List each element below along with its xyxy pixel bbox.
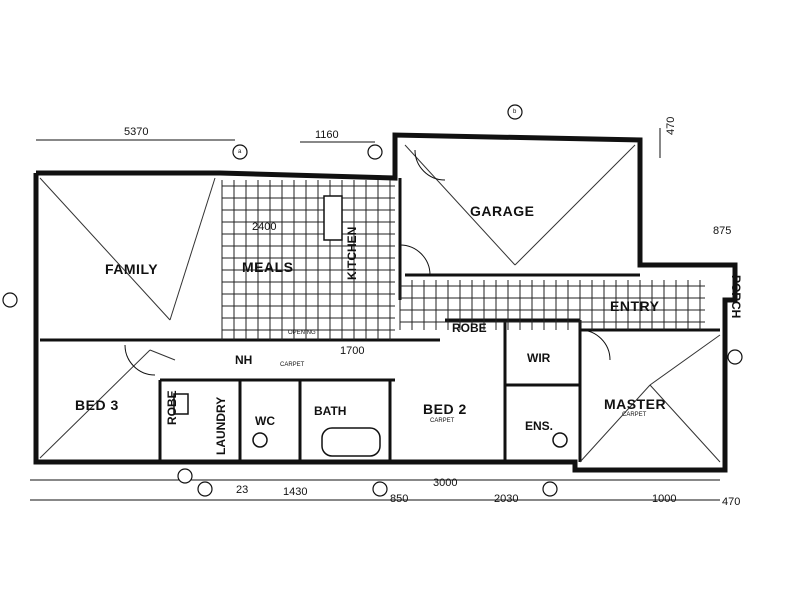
room-wir: WIR (527, 351, 551, 365)
dim-right-small: 875 (713, 225, 732, 237)
dim-hall: 1700 (340, 345, 365, 357)
grid-markers (2, 104, 743, 497)
room-bed2: BED 2 (423, 401, 467, 417)
room-wc: WC (255, 414, 275, 428)
dim-top-right: 470 (665, 116, 677, 135)
room-laundry: LAUNDRY (214, 396, 228, 455)
exterior-walls (33, 132, 738, 473)
bathtub (321, 427, 381, 457)
dim-bottom-3000: 3000 (433, 477, 458, 489)
room-kitchen: KITCHEN (345, 226, 359, 280)
room-ens: ENS. (525, 419, 554, 433)
note-carpet-master: CARPET (622, 412, 647, 418)
room-family: FAMILY (105, 261, 159, 277)
dim-bottom-1430: 1430 (283, 486, 308, 498)
ens-toilet (552, 432, 568, 448)
room-robe-small: ROBE (165, 390, 179, 425)
dim-top-mid: 1160 (315, 129, 339, 141)
room-meals: MEALS (242, 259, 294, 275)
room-bath: BATH (314, 404, 347, 418)
fixtures (173, 195, 568, 457)
grid-marker-label-b: b (513, 109, 517, 115)
room-garage: GARAGE (470, 203, 535, 219)
roof-lines (39, 144, 721, 463)
room-entry: ENTRY (610, 298, 660, 314)
dim-bottom-470: 470 (722, 496, 741, 508)
dim-top-left: 5370 (124, 126, 149, 138)
dim-bottom-1000: 1000 (652, 493, 677, 505)
room-master: MASTER (604, 396, 667, 412)
room-bed3: BED 3 (75, 397, 119, 413)
dim-meals-width: 2400 (252, 221, 277, 233)
tile-grid (221, 180, 705, 340)
dim-bottom-2030: 2030 (494, 493, 519, 505)
laundry-tub (173, 393, 189, 415)
interior-walls (40, 178, 720, 462)
room-nh: NH (235, 353, 253, 367)
room-porch: PORCH (729, 275, 743, 319)
note-carpet-hall: CARPET (280, 362, 305, 368)
cooktop (323, 195, 343, 241)
room-robe: ROBE (452, 321, 487, 335)
toilet (252, 432, 268, 448)
note-opening: OPENING (288, 330, 316, 336)
dim-bottom-850: 850 (390, 493, 409, 505)
dimension-lines (30, 128, 720, 501)
note-carpet-bed2: CARPET (430, 418, 455, 424)
grid-marker-label-a: a (238, 149, 242, 155)
door-swings (124, 149, 611, 376)
dim-bottom-23: 23 (236, 484, 249, 496)
